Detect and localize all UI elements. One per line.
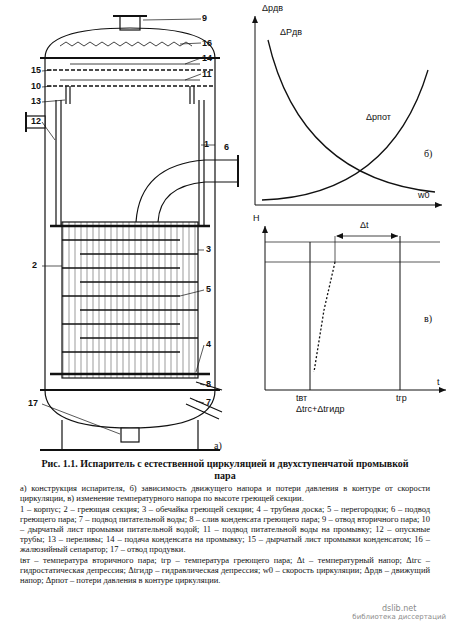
callout-number: 5 [206,284,211,295]
callout-number: 10 [31,81,41,92]
callout-number: 15 [31,65,41,76]
axis-tick-label: tгр [396,393,407,404]
callout-number: 6 [224,142,229,153]
callout-number: 16 [202,38,212,49]
callout-number: 3 [206,244,211,255]
graph-b [255,16,442,205]
curve-label: ΔPдв [280,27,302,38]
watermark: библиотека диссертаций [352,613,446,621]
figure-caption: Рис. 1.1. Испаритель с естественной цирк… [30,458,420,481]
axis-label: Δpдв [262,3,283,14]
axis-tick-label: Δtгс+Δtгидр [296,404,344,415]
callout-number: 13 [31,96,41,107]
callout-number: 2 [32,260,37,271]
callout-number: 8 [206,379,211,390]
axis-label: w0 [418,190,430,201]
callout-number: 9 [202,13,207,24]
panel-letter: а) [214,440,222,451]
callout-number: 4 [206,339,211,350]
callout-number: 1 [204,139,209,150]
callout-number: 17 [28,398,38,409]
caption-paragraph: 1 – корпус; 2 – греющая секция; 3 – обеч… [20,504,430,554]
axis-tick-label: tвт [296,393,307,404]
curve-label: Δpпот [366,112,391,123]
watermark: dslib.net [382,604,416,613]
callout-number: 12 [31,116,41,127]
callout-number: 14 [202,53,212,64]
dimension-label: Δt [360,220,369,231]
callout-number: 7 [206,397,211,408]
axis-label: H [253,213,260,224]
panel-letter: б) [424,148,432,159]
evaporator-drawing [26,16,238,450]
caption-paragraph: а) конструкция испарителя, б) зависимост… [20,483,430,503]
caption-paragraph: tвт – температура вторичного пара; tгр –… [20,555,430,585]
graph-c [265,226,446,390]
panel-letter: в) [424,313,432,324]
callout-number: 11 [202,69,212,80]
axis-label: t [437,377,440,388]
